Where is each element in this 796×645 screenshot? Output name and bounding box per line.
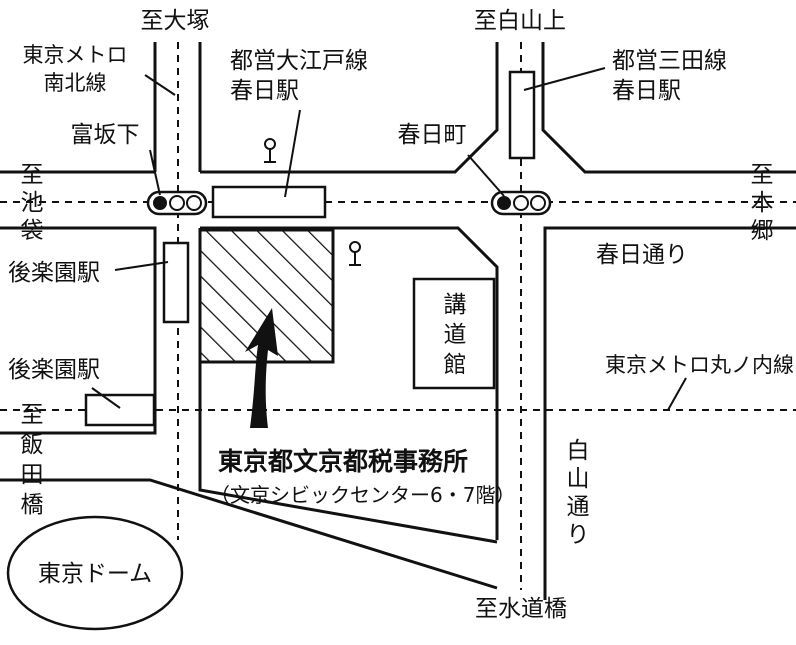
svg-text:り: り: [567, 522, 590, 548]
road-kasuga-top-east: [541, 42, 796, 174]
label-metro-nanboku: 東京メトロ 南北線: [23, 43, 128, 95]
dir-suidobashi: 至水道橋: [475, 596, 567, 622]
oedo-kasuga-station-box: [211, 185, 327, 219]
svg-text:都営三田線: 都営三田線: [612, 48, 727, 74]
svg-text:南北線: 南北線: [44, 71, 107, 95]
svg-text:飯: 飯: [21, 432, 44, 458]
label-mita-kasuga: 都営三田線 春日駅: [612, 48, 727, 104]
dir-ikebukuro: 至 池 袋: [21, 162, 44, 244]
svg-text:講: 講: [444, 292, 467, 318]
svg-text:春日駅: 春日駅: [612, 78, 681, 104]
road-network: [0, 42, 796, 600]
svg-text:山: 山: [567, 466, 590, 492]
traffic-light-tomisaka-icon: [146, 190, 208, 216]
road-kasuga-bottom-center: [200, 226, 499, 540]
svg-text:池: 池: [21, 190, 44, 216]
label-metro-marunouchi: 東京メトロ丸ノ内線: [605, 353, 794, 377]
label-kasuga-dori: 春日通り: [596, 242, 688, 268]
svg-text:郷: 郷: [751, 218, 774, 244]
label-oedo-kasuga: 都営大江戸線 春日駅: [230, 48, 368, 104]
mita-kasuga-station-box: [508, 70, 536, 160]
dir-hongo: 至 本 郷: [751, 162, 774, 244]
road-kasuga-top-center: [200, 42, 499, 174]
tokyo-dome-outline: [6, 515, 184, 631]
label-hakusan-dori: 白 山 通 り: [567, 438, 590, 548]
korakuen-station-box-2: [84, 393, 156, 427]
label-tokyo-dome: 東京ドーム: [38, 561, 152, 587]
dir-iidabashi: 至 飯 田 橋: [21, 402, 44, 518]
svg-text:袋: 袋: [21, 218, 44, 244]
svg-text:館: 館: [444, 352, 467, 378]
road-civic-south: [198, 432, 498, 544]
svg-text:橋: 橋: [21, 492, 44, 518]
korakuen-station-box-1: [162, 241, 190, 324]
svg-text:道: 道: [444, 322, 467, 348]
label-korakuen-2: 後楽園駅: [8, 357, 100, 383]
svg-text:通: 通: [567, 494, 590, 520]
road-kasuga-bottom-west: [0, 226, 157, 435]
destination-note: （文京シビックセンター6・7階）: [210, 483, 515, 507]
leader-lines: [91, 67, 687, 411]
svg-text:春日駅: 春日駅: [230, 78, 299, 104]
destination-arrow-icon: [245, 308, 278, 428]
road-suidobashi-diagonal: [0, 478, 498, 590]
svg-text:白: 白: [567, 438, 590, 464]
svg-text:田: 田: [21, 462, 44, 488]
label-kodokan: 講 道 館: [444, 292, 467, 378]
svg-text:都営大江戸線: 都営大江戸線: [230, 48, 368, 74]
road-hakusan-west: [543, 226, 796, 600]
label-tomisakashita: 富坂下: [71, 122, 140, 148]
svg-text:至: 至: [21, 162, 44, 188]
kodokan-building: [412, 277, 496, 390]
traffic-light-kasugacho-icon: [490, 190, 552, 216]
svg-text:至: 至: [21, 402, 44, 428]
label-korakuen-1: 後楽園駅: [8, 260, 100, 286]
dir-otsuka: 至大塚: [141, 8, 210, 34]
svg-text:本: 本: [751, 190, 774, 216]
bus-stop-icon: [264, 138, 276, 163]
bus-stop-icon: [349, 241, 361, 266]
svg-text:至: 至: [751, 162, 774, 188]
dir-hakusan-ue: 至白山上: [474, 8, 566, 34]
svg-text:東京メトロ: 東京メトロ: [23, 43, 128, 67]
destination-name: 東京都文京都税事務所: [218, 447, 468, 476]
label-kasugacho: 春日町: [398, 122, 467, 148]
